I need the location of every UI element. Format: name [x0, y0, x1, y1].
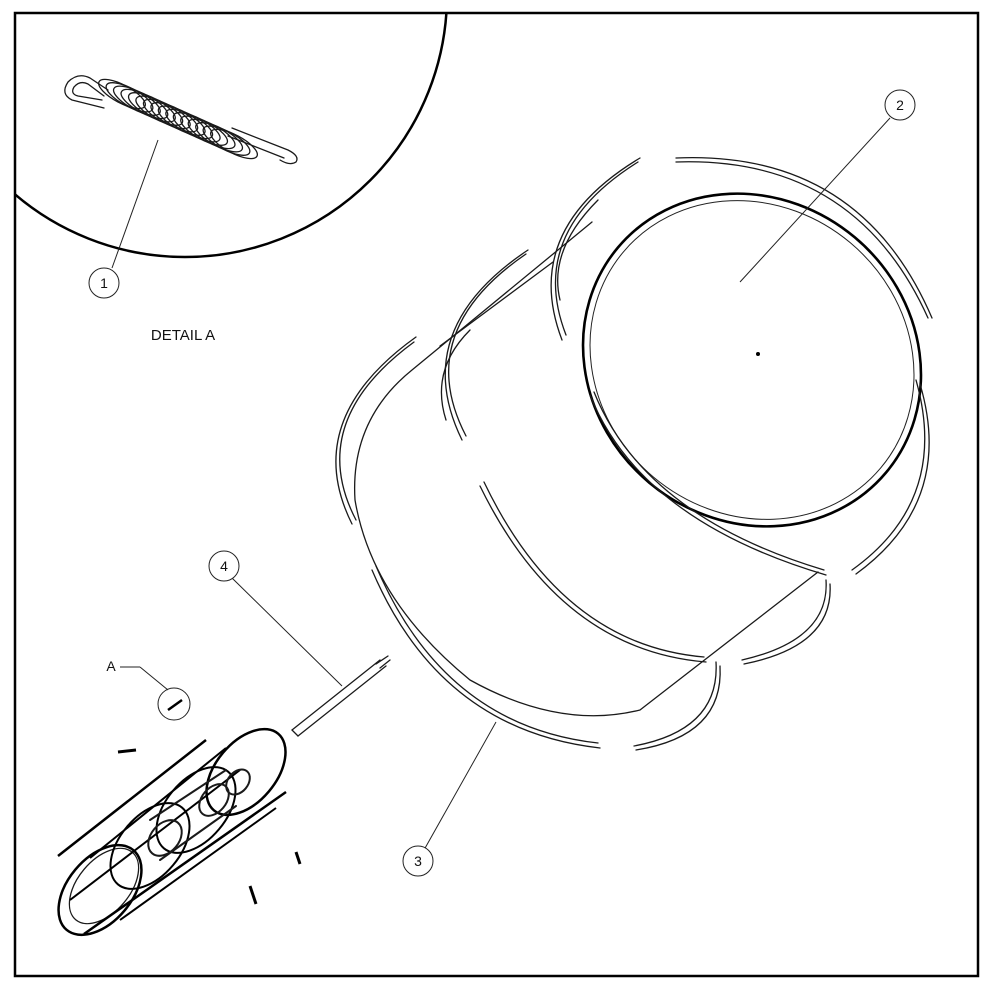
leader-line-3: [423, 721, 497, 851]
detail-a-circle: [15, 13, 448, 259]
leader-line-2: [739, 117, 891, 283]
shaft-part: [291, 655, 391, 737]
callout-label-1: 1: [100, 275, 108, 291]
drum-back-face: [581, 192, 923, 528]
cage-assembly: [57, 727, 287, 937]
fastener-parts: [117, 748, 302, 905]
tension-spring-part: [64, 75, 298, 165]
callout-label-3: 3: [414, 853, 422, 869]
detail-ref-circle: [157, 687, 191, 721]
callout-circle-1: [88, 267, 120, 299]
leader-line-1: [111, 139, 159, 269]
callout-circle-4: [208, 550, 240, 582]
callout-circle-3: [402, 845, 434, 877]
detail-ref-label: A: [106, 658, 116, 674]
callout-circle-2: [884, 89, 916, 121]
callout-label-2: 2: [896, 97, 904, 113]
spring-coil: [210, 128, 258, 160]
drawing-frame: [13, 11, 980, 978]
drum-assembly: [335, 156, 933, 751]
detail-a-label: DETAIL A: [151, 327, 215, 344]
callout-label-4: 4: [220, 558, 228, 574]
leader-line-4: [231, 577, 343, 687]
